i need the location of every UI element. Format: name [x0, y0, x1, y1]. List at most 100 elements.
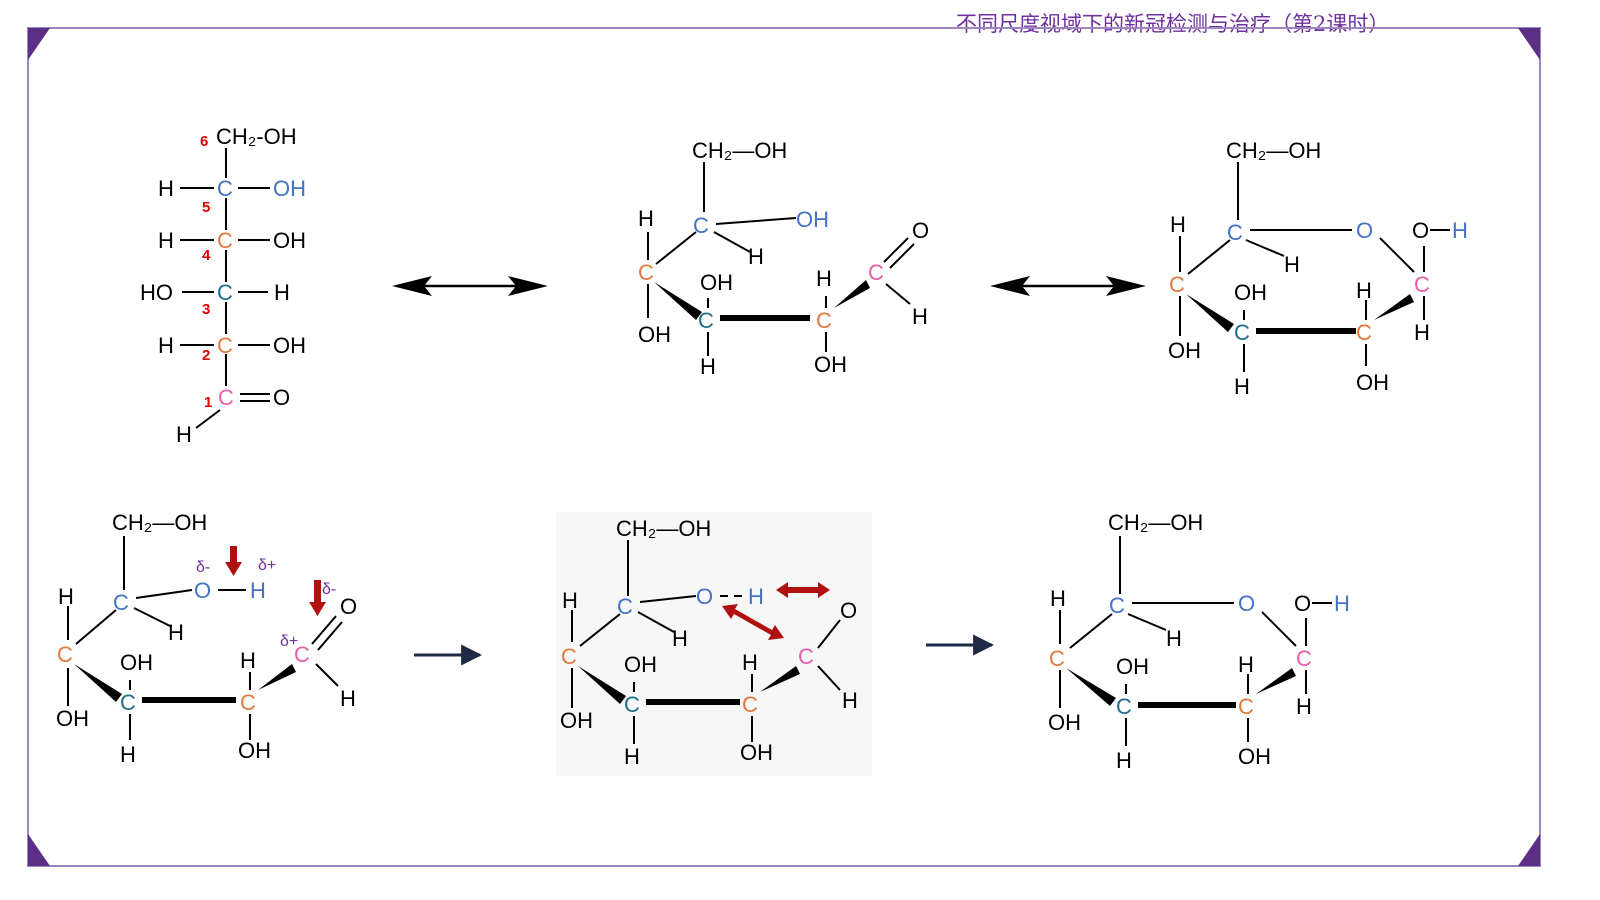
red-down-arrow-icon	[225, 546, 242, 576]
c4-carbon: C	[1169, 272, 1185, 297]
c5-oh-label: OH	[273, 176, 306, 201]
c1-carbon: C	[868, 260, 884, 285]
c3-oh-label: OH	[700, 270, 733, 295]
c2-oh-label: OH	[238, 738, 271, 763]
c5-oh-label: OH	[796, 207, 829, 232]
c1-carbon: C	[294, 642, 310, 667]
delta-plus-label: δ+	[258, 557, 276, 574]
c3-carbon: C	[1116, 694, 1132, 719]
open-ring-structure-top: CH₂—OH H C OH H C OH OH C H H C OH C O H	[638, 138, 929, 379]
hydroxyl-o-label: O	[194, 578, 211, 603]
h-label: H	[1050, 586, 1066, 611]
ch2oh-label: CH₂—OH	[692, 138, 787, 163]
c4-carbon: C	[1049, 646, 1065, 671]
carbon-number-2: 2	[202, 347, 210, 364]
polarized-open-structure: CH₂—OH H C O H δ- δ+ H C OH OH C H H C O…	[56, 510, 357, 767]
c1-carbon: C	[1414, 272, 1430, 297]
delta-minus-label: δ-	[196, 559, 210, 576]
ring-closing-transition-structure: CH₂—OH H C O H H C OH OH C H H C OH C O …	[556, 512, 872, 776]
c5-carbon: C	[1227, 220, 1243, 245]
ch2oh-label: CH₂—OH	[112, 510, 207, 535]
c2-carbon: C	[1356, 320, 1372, 345]
c4-oh-label: OH	[56, 706, 89, 731]
c4-oh-label: OH	[273, 228, 306, 253]
aldehyde-o-label: O	[912, 218, 929, 243]
h-label: H	[120, 742, 136, 767]
c4-carbon: C	[638, 260, 654, 285]
c2-oh-label: OH	[273, 333, 306, 358]
delta-plus-label: δ+	[280, 633, 298, 650]
anomeric-h-label: H	[1334, 591, 1350, 616]
h-label: H	[624, 744, 640, 769]
closed-ring-structure-top: CH₂—OH H C O H C OH OH C H H C OH O H C …	[1168, 138, 1468, 399]
c5-carbon: C	[217, 176, 233, 201]
h-label: H	[742, 650, 758, 675]
carbon-number-5: 5	[202, 199, 210, 216]
c2-oh-label: OH	[1356, 370, 1389, 395]
c2-carbon: C	[1238, 694, 1254, 719]
h-label: H	[748, 244, 764, 269]
hydroxyl-o-label: O	[696, 584, 713, 609]
frame-corner-bottom-left	[28, 834, 50, 866]
ch2oh-label: CH₂—OH	[1226, 138, 1321, 163]
h-label: H	[816, 266, 832, 291]
hydroxyl-h-label: H	[748, 584, 764, 609]
ch2oh-label: CH₂—OH	[616, 516, 711, 541]
c2-oh-label: OH	[1238, 744, 1271, 769]
c3-oh-label: OH	[1234, 280, 1267, 305]
c3-carbon: C	[698, 308, 714, 333]
ring-oxygen: O	[1356, 218, 1373, 243]
ch2oh-label: CH₂—OH	[1108, 510, 1203, 535]
c2-oh-label: OH	[814, 352, 847, 377]
h-label: H	[1234, 374, 1250, 399]
c1-o-label: O	[273, 385, 290, 410]
red-double-arrow-icon	[722, 604, 784, 640]
c1-carbon: C	[218, 385, 234, 410]
h-label: H	[1296, 694, 1312, 719]
carbon-number-1: 1	[204, 394, 212, 411]
h-label: H	[562, 588, 578, 613]
c2-carbon: C	[217, 333, 233, 358]
c2-carbon: C	[816, 308, 832, 333]
slide-frame	[27, 27, 1541, 867]
c1-carbon: C	[1296, 646, 1312, 671]
aldehyde-o-label: O	[340, 594, 357, 619]
frame-corner-top-right	[1518, 28, 1540, 60]
c2-oh-label: OH	[740, 740, 773, 765]
c5-carbon: C	[617, 594, 633, 619]
c2-h-label: H	[158, 333, 174, 358]
h-label: H	[1238, 652, 1254, 677]
closed-ring-structure-bottom: CH₂—OH H C O H C OH OH C H H C OH O H C …	[1048, 510, 1350, 773]
c2-carbon: C	[742, 692, 758, 717]
c4-carbon: C	[57, 642, 73, 667]
c1-h-label: H	[176, 422, 192, 447]
h-label: H	[240, 648, 256, 673]
anomeric-h-label: H	[1452, 218, 1468, 243]
c3-carbon: C	[217, 280, 233, 305]
c5-carbon: C	[1109, 593, 1125, 618]
double-headed-arrow-icon	[392, 276, 548, 296]
c5-carbon: C	[113, 590, 129, 615]
c3-oh-label: OH	[624, 652, 657, 677]
c3-h-label: H	[274, 280, 290, 305]
c4-h-label: H	[158, 228, 174, 253]
h-label: H	[340, 686, 356, 711]
h-label: H	[672, 626, 688, 651]
open-chain-structure: CH₂-OH 6 H C OH 5 H C OH 4 HO C H 3 H C …	[140, 124, 306, 447]
c4-carbon: C	[561, 644, 577, 669]
c3-carbon: C	[120, 690, 136, 715]
c5-carbon: C	[693, 213, 709, 238]
h-label: H	[842, 688, 858, 713]
delta-minus-label: δ-	[322, 581, 336, 598]
h-label: H	[912, 304, 928, 329]
c5-h-label: H	[158, 176, 174, 201]
aldehyde-o-label: O	[840, 598, 857, 623]
c4-oh-label: OH	[1168, 338, 1201, 363]
c2-carbon: C	[240, 690, 256, 715]
header-title: 不同尺度视域下的新冠检测与治疗（第2课时）	[956, 12, 1390, 36]
h-label: H	[1170, 212, 1186, 237]
c4-oh-label: OH	[1048, 710, 1081, 735]
c4-oh-label: OH	[560, 708, 593, 733]
c6-group-label: CH₂-OH	[216, 124, 297, 149]
